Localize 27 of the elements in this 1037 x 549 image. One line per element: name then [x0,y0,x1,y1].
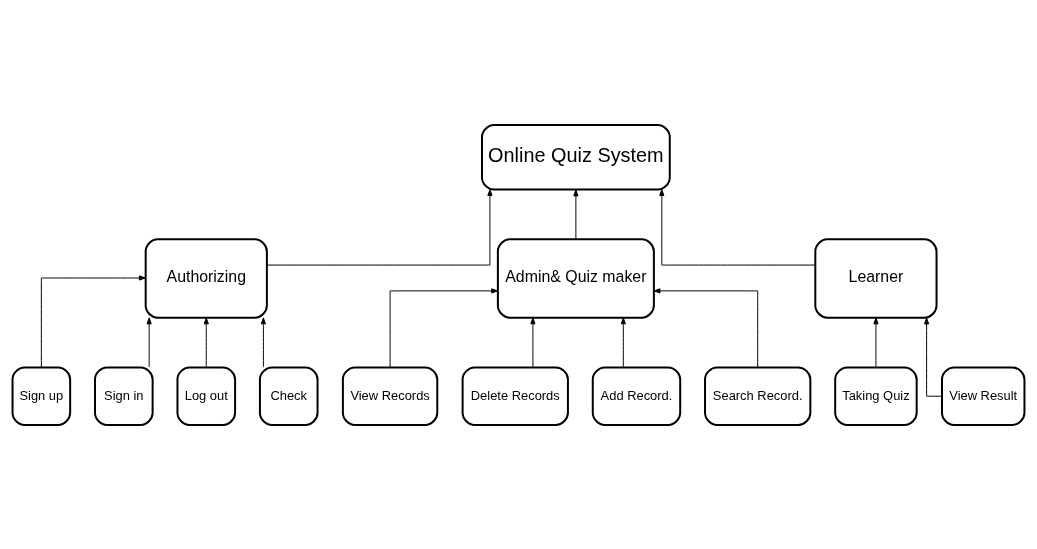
arrow [266,188,493,266]
node-box: Authorizing [144,237,268,319]
node-box: Taking Quiz [834,365,918,426]
node-box: Learner [814,237,938,319]
arrow [389,287,499,368]
arrow [203,316,209,368]
node-box: Online Quiz System [481,123,671,191]
node-box: Delete Records [461,365,569,426]
arrow [620,316,626,368]
node-box: View Result [941,365,1026,426]
node-box: View Records [341,365,439,426]
arrow [573,188,579,240]
arrow [924,317,943,397]
arrow [653,287,759,368]
node-box: Check [258,365,319,426]
node-box: Admin& Quiz maker [496,237,655,319]
arrow [146,316,152,368]
arrow [659,188,816,266]
node-box: Sign in [94,365,154,426]
arrow [40,274,146,368]
node-box: Search Record. [704,365,812,426]
arrow [873,316,879,368]
arrow [530,316,536,368]
arrow [260,316,266,368]
node-box: Log out [176,365,237,426]
node-box: Add Record. [591,365,682,426]
node-box: Sign up [11,365,72,426]
